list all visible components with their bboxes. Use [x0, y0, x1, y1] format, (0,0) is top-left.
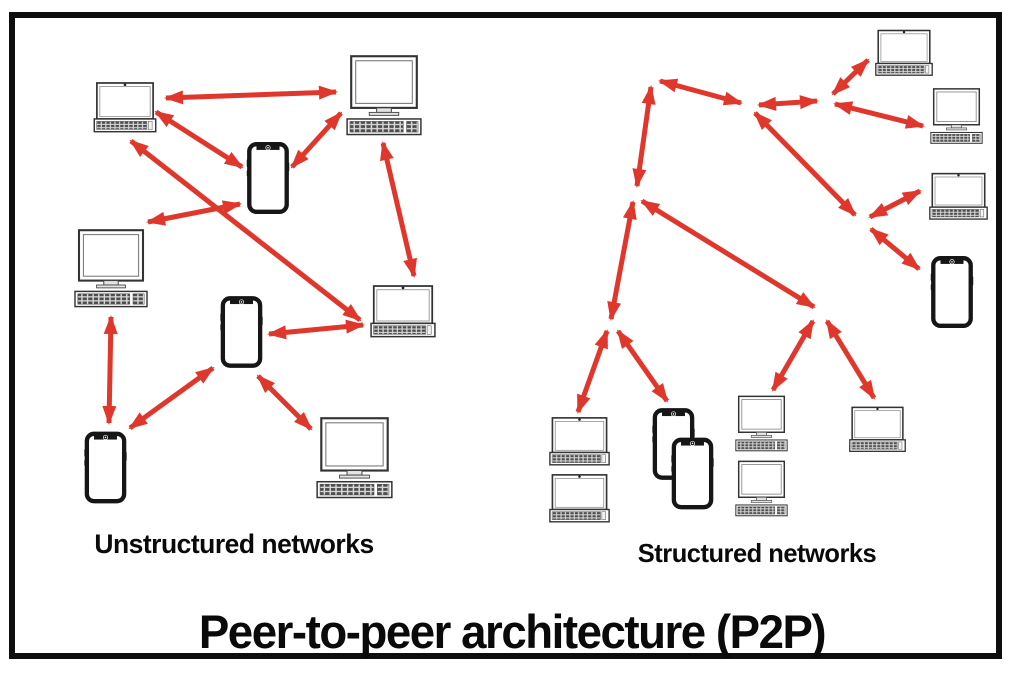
connections-layer: [102, 58, 925, 431]
devices-layer: [73, 29, 989, 523]
laptop-icon-laptop-right-top: [874, 29, 934, 77]
phone-icon-phone-left-top: [247, 144, 289, 212]
unstructured-networks-label: Unstructured networks: [94, 529, 374, 559]
connection-arrow-junction2__junction5: [753, 111, 857, 217]
connection-arrow-laptop-top__phone-top: [154, 109, 244, 170]
connection-arrow-junction7__laptop-right-bottom: [824, 319, 877, 400]
connection-arrow-junction2__junction3: [757, 95, 819, 111]
structured-networks-label: Structured networks: [637, 538, 877, 568]
laptop-icon-laptop-right-bottom: [848, 406, 907, 453]
laptop-icon-laptop-left-mid: [370, 285, 436, 338]
phone-icon-phone-pair-front: [671, 440, 713, 507]
connection-arrow-junction3__laptop-right-top: [831, 58, 870, 96]
laptop-icon-laptop-stack-bottom: [549, 473, 610, 523]
desktop-icon-desktop-stack-top: [735, 395, 788, 452]
connection-arrow-junction5__laptop-right-mid: [868, 188, 922, 220]
phone-icon-phone-right-mid: [931, 258, 973, 326]
laptop-icon-laptop-left-top: [93, 82, 157, 133]
connection-arrow-phone-mid__desktop-bottom: [256, 374, 313, 431]
phone-icon-phone-left-mid: [220, 298, 262, 365]
page-title: Peer-to-peer architecture (P2P): [198, 605, 827, 658]
desktop-icon-desktop-left-mid: [73, 229, 149, 308]
connection-arrow-junction6__laptop-stack: [575, 329, 610, 414]
connection-arrow-laptop-top__desktop-top: [164, 85, 338, 105]
desktop-icon-desktop-right-top: [930, 88, 983, 145]
connection-arrow-junction1__junction4: [632, 85, 656, 188]
connection-arrow-junction3__desktop-right-top: [833, 101, 925, 129]
connection-arrow-junction5__phone-right-mid: [869, 227, 921, 271]
connection-arrow-phone-bottom__phone-mid: [128, 365, 215, 431]
connection-arrow-laptop-top__laptop-mid: [129, 139, 362, 322]
desktop-icon-desktop-left-top: [346, 55, 422, 136]
poster-border: [9, 12, 1002, 659]
desktop-icon-desktop-stack-bottom: [735, 460, 788, 517]
phone-icon-phone-left-bottom: [84, 434, 126, 501]
laptop-icon-laptop-stack-top: [549, 417, 610, 466]
connection-arrow-junction4__junction7: [640, 198, 816, 310]
connection-arrow-junction7__desktop-stack: [770, 319, 816, 392]
connection-arrow-desktop-top__laptop-mid: [380, 141, 417, 278]
connection-arrow-junction1__junction2: [658, 78, 743, 106]
connection-arrow-junction4__junction6: [607, 200, 637, 321]
laptop-icon-laptop-right-mid: [928, 172, 989, 220]
connection-arrow-phone-top__desktop-top: [290, 111, 343, 169]
connection-arrow-phone-mid__laptop-mid: [267, 319, 365, 340]
connection-arrow-desktop-mid__phone-bottom: [102, 315, 118, 425]
desktop-icon-desktop-left-bottom: [316, 417, 393, 499]
connection-arrow-junction6__phone-pair: [615, 329, 670, 403]
